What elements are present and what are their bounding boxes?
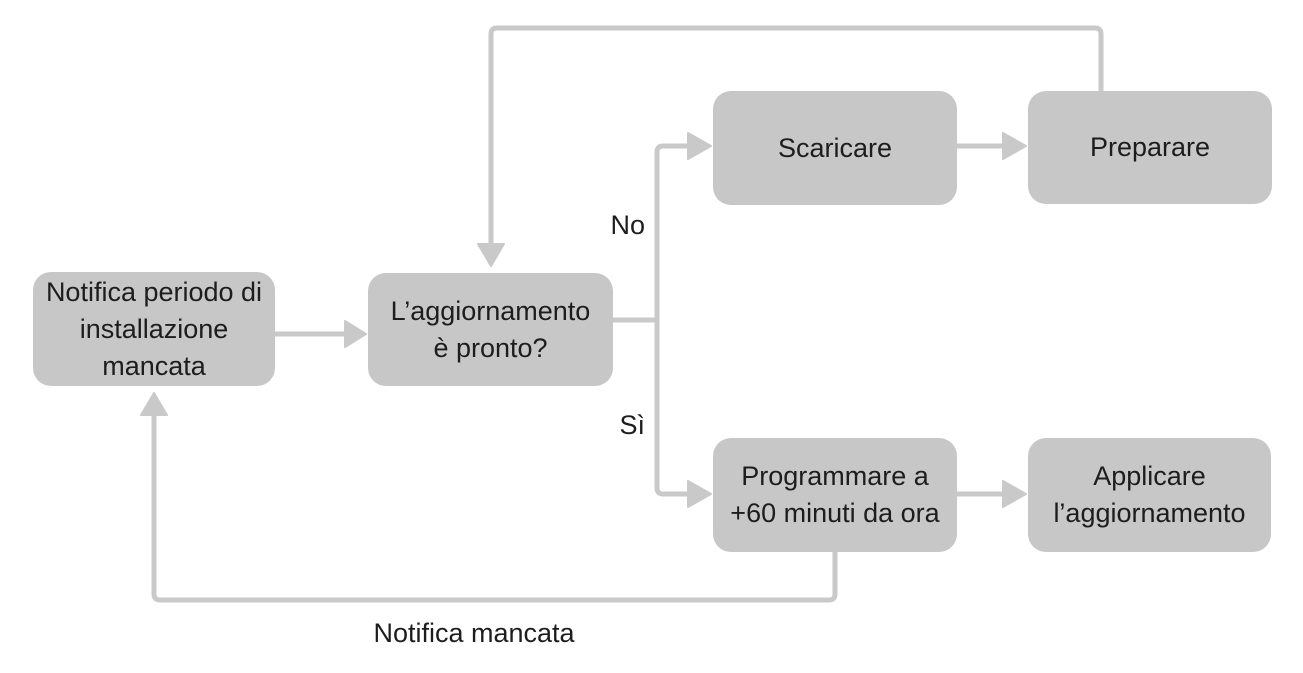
arrowhead-loop-to-notice-icon — [140, 392, 168, 416]
edge-label-missed-notification: Notifica mancata — [373, 618, 575, 648]
arrowhead-notice-to-question-icon — [344, 320, 367, 348]
node-schedule-60-minutes: Programmare a +60 minuti da ora — [713, 438, 957, 552]
arrowhead-yes-to-schedule-icon — [687, 480, 712, 508]
node-update-ready-question-label: L’aggiornamento è pronto? — [390, 295, 591, 363]
node-missed-install-notice-label: Notifica periodo di installazione mancat… — [45, 276, 263, 381]
arrowhead-loop-to-question-icon — [477, 243, 505, 267]
arrowhead-download-to-prepare-icon — [1002, 132, 1027, 160]
edge-schedule-loop-to-notice — [151, 414, 838, 603]
edge-branch-rail — [654, 143, 689, 497]
arrowhead-schedule-to-apply-icon — [1002, 480, 1027, 508]
node-download: Scaricare — [713, 91, 957, 205]
node-missed-install-notice: Notifica periodo di installazione mancat… — [33, 272, 275, 386]
node-prepare: Preparare — [1028, 91, 1272, 204]
node-download-label: Scaricare — [777, 132, 893, 163]
node-update-ready-question: L’aggiornamento è pronto? — [368, 273, 613, 386]
node-apply-update: Applicare l’aggiornamento — [1028, 438, 1271, 552]
arrowhead-no-to-download-icon — [687, 132, 712, 160]
edge-prepare-loop-to-question — [488, 25, 1104, 245]
edge-label-no: No — [610, 210, 645, 240]
node-apply-update-label: Applicare l’aggiornamento — [1053, 461, 1246, 528]
node-schedule-60-minutes-label: Programmare a +60 minuti da ora — [730, 461, 940, 528]
edge-label-yes: Sì — [619, 410, 645, 440]
node-prepare-label: Preparare — [1089, 132, 1211, 162]
